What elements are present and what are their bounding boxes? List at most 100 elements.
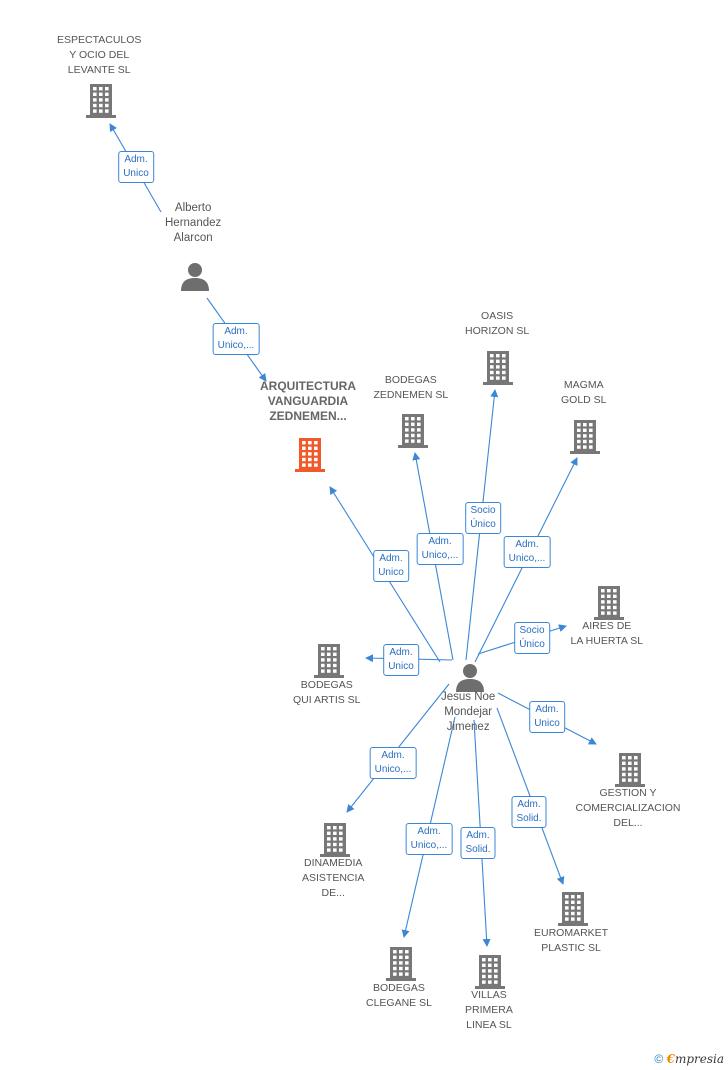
node-label-line: LINEA SL xyxy=(466,1019,512,1031)
edge-label-alberto-to-espectaculos[interactable]: Adm. Unico xyxy=(118,151,154,183)
node-label-line: COMERCIALIZACION xyxy=(575,802,681,814)
edge-label-line: Adm. xyxy=(124,154,148,165)
edge-label-line: Adm. xyxy=(515,539,539,550)
node-label-line: Alberto xyxy=(174,202,212,214)
brand-name: mpresia xyxy=(674,1052,724,1066)
building-icon-euromarket[interactable] xyxy=(556,891,590,932)
edge-label-line: Único xyxy=(519,639,545,650)
focus-building-icon xyxy=(295,438,325,472)
node-label-line: ARQUITECTURA xyxy=(260,379,356,393)
edge-label-jesus-to-euromarket[interactable]: Adm.Solid. xyxy=(511,796,547,828)
edge-label-line: Adm. xyxy=(428,536,452,547)
person-icon-jesus[interactable] xyxy=(454,663,486,698)
person-icon xyxy=(181,263,209,291)
node-label-line: LEVANTE SL xyxy=(67,64,131,76)
node-label-line: Jimenez xyxy=(446,721,490,733)
edge-label-jesus-to-gestion[interactable]: Adm. Unico xyxy=(529,701,565,733)
edge-label-line: Adm. xyxy=(381,750,405,761)
node-label-line: QUI ARTIS SL xyxy=(293,694,361,706)
edge-label-line: Unico,... xyxy=(508,553,546,564)
node-label-line: GESTION Y xyxy=(599,787,657,799)
node-label-line: ZEDNEMEN SL xyxy=(373,389,449,401)
node-label-line: Alarcon xyxy=(173,232,213,244)
edge-label-alberto-to-arquitectura[interactable]: Adm. Unico,... xyxy=(212,323,260,355)
node-label-line: ZEDNEMEN... xyxy=(269,409,347,423)
person-icon-alberto[interactable] xyxy=(179,262,211,297)
edge-label-jesus-to-magma[interactable]: Adm. Unico,... xyxy=(503,536,551,568)
edge-label-line: Unico xyxy=(378,567,404,578)
node-label-line: Hernandez xyxy=(165,217,222,229)
edge-label-jesus-to-bodegas_qui[interactable]: Adm.Unico xyxy=(383,644,419,676)
edge-label-line: Unico xyxy=(534,718,560,729)
node-label-line: ASISTENCIA xyxy=(302,872,365,884)
edge-label-jesus-to-bodegas_clegane[interactable]: Adm. Unico,... xyxy=(405,823,453,855)
edge-label-line: Solid. xyxy=(465,844,491,855)
node-label-line: DEL... xyxy=(613,817,643,829)
building-icon xyxy=(615,753,645,787)
building-icon-aires[interactable] xyxy=(592,585,626,626)
edge-label-line: Adm. xyxy=(517,799,541,810)
footer-credit[interactable]: © €mpresia xyxy=(654,1052,724,1066)
building-icon-magma[interactable] xyxy=(568,419,602,460)
node-label-line: MAGMA xyxy=(563,379,604,391)
edge-label-line: Socio xyxy=(519,625,545,636)
building-icon-bodegas_qui[interactable] xyxy=(312,643,346,684)
building-icon-arquitectura[interactable] xyxy=(293,437,327,478)
node-label-euromarket[interactable]: EUROMARKET PLASTIC SL xyxy=(534,926,608,956)
edge-label-line: Unico,... xyxy=(421,550,459,561)
building-icon xyxy=(594,586,624,620)
edge-label-jesus-to-villas[interactable]: Adm.Solid. xyxy=(460,827,496,859)
edge-label-jesus-to-arquitectura[interactable]: Adm. Unico xyxy=(373,550,409,582)
node-label-line: DINAMEDIA xyxy=(304,857,363,869)
edge-label-jesus-to-dinamedia[interactable]: Adm. Unico,... xyxy=(369,747,417,779)
building-icon xyxy=(483,351,513,385)
node-label-line: EUROMARKET xyxy=(534,927,609,939)
edge-label-line: Unico,... xyxy=(410,840,448,851)
building-icon-dinamedia[interactable] xyxy=(318,822,352,863)
edge-label-line: Unico,... xyxy=(217,340,255,351)
building-icon xyxy=(398,414,428,448)
edge-label-jesus-to-bodegas_zednemen[interactable]: Adm. Unico,... xyxy=(416,533,464,565)
edge-label-line: Único xyxy=(470,519,496,530)
building-icon-oasis[interactable] xyxy=(481,350,515,391)
node-label-line: OASIS xyxy=(481,310,514,322)
node-label-gestion[interactable]: GESTION Y COMERCIALIZACION DEL... xyxy=(576,786,681,831)
node-label-line: AIRES DE xyxy=(582,620,632,632)
building-icon xyxy=(314,644,344,678)
building-icon xyxy=(86,84,116,118)
node-label-line: LA HUERTA SL xyxy=(570,635,644,647)
node-label-line: CLEGANE SL xyxy=(366,997,432,1009)
node-label-line: Y OCIO DEL xyxy=(69,49,130,61)
building-icon-gestion[interactable] xyxy=(613,752,647,793)
edge-label-line: Unico xyxy=(123,168,149,179)
edge-label-line: Adm. xyxy=(417,826,441,837)
building-icon-bodegas_zednemen[interactable] xyxy=(396,413,430,454)
edge-label-line: Adm. xyxy=(535,704,559,715)
building-icon-villas[interactable] xyxy=(473,954,507,995)
edge-label-line: Adm. xyxy=(224,326,248,337)
edge-label-line: Unico,... xyxy=(374,764,412,775)
building-icon-bodegas_clegane[interactable] xyxy=(384,946,418,987)
building-icon-espectaculos[interactable] xyxy=(84,83,118,124)
node-label-dinamedia[interactable]: DINAMEDIA ASISTENCIA DE... xyxy=(302,856,364,901)
node-label-line: PLASTIC SL xyxy=(541,942,601,954)
edge-label-line: Adm. xyxy=(379,553,403,564)
building-icon xyxy=(558,892,588,926)
node-label-aires[interactable]: AIRES DE LA HUERTA SL xyxy=(571,619,644,649)
node-label-line: DE... xyxy=(321,887,345,899)
edge-label-line: Unico xyxy=(388,661,414,672)
brand-initial: € xyxy=(666,1052,675,1066)
